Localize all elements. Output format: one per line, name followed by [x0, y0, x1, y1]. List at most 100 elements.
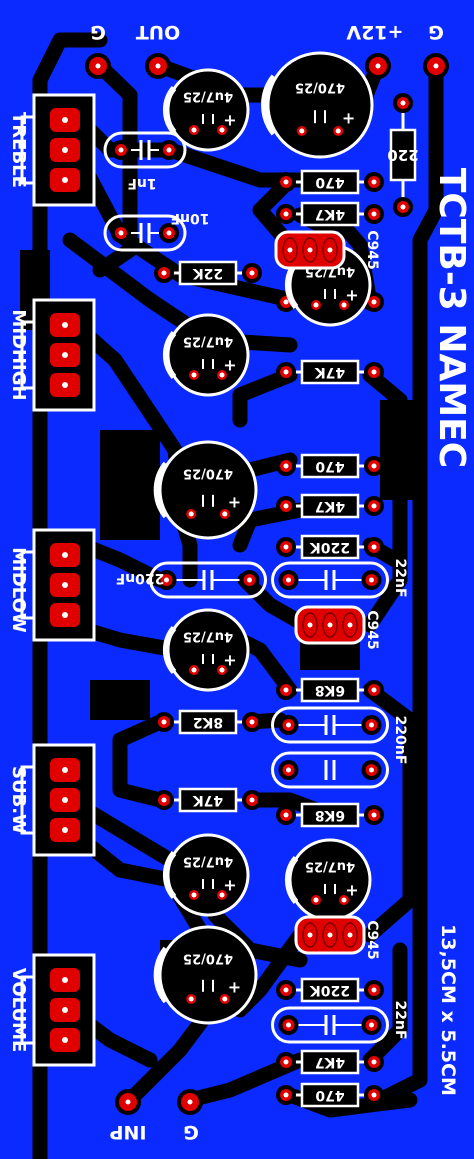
solder-pad	[154, 712, 174, 732]
electrolytic-capacitor-label: 4u7/25	[183, 89, 233, 104]
solder-pad	[364, 980, 384, 1000]
solder-pad	[361, 715, 382, 735]
electrolytic-capacitor: +470/25	[261, 51, 374, 159]
solder-pad	[185, 121, 203, 139]
solder-pad	[276, 537, 296, 557]
solder-pad	[364, 680, 384, 700]
resistor-label: 4K7	[315, 206, 345, 222]
polarity-mark: +	[223, 111, 236, 130]
solder-pad	[278, 715, 299, 735]
potentiometer	[20, 93, 96, 207]
electrolytic-capacitor-label: 470/25	[295, 79, 345, 94]
solder-pad	[361, 760, 382, 780]
resistor: 220K	[276, 534, 384, 560]
solder-pad	[292, 122, 311, 140]
electrolytic-capacitor-label: 4u7/25	[305, 859, 355, 874]
electrolytic-capacitor: +4u7/25	[162, 833, 250, 917]
solder-pad	[213, 366, 231, 384]
solder-pad	[242, 263, 262, 283]
polarity-mark: +	[345, 881, 358, 900]
pot-label-midlow: MIDLOW	[8, 547, 29, 633]
electrolytic-capacitor-label: 470/25	[183, 466, 233, 481]
electrolytic-capacitor: +4u7/25	[284, 838, 372, 922]
solder-pad	[111, 223, 131, 243]
resistor: 22K	[154, 260, 262, 286]
resistor: 4K7	[276, 493, 384, 519]
resistor-label: 470	[315, 174, 344, 190]
transistor: C945	[274, 230, 380, 270]
copper-pour	[300, 640, 360, 670]
solder-pad	[364, 1052, 384, 1072]
solder-pad	[276, 1085, 296, 1105]
resistor-label: 220K	[309, 982, 350, 998]
solder-pad	[156, 570, 177, 590]
film-capacitor-label: 22nF	[392, 1000, 408, 1039]
resistor-label: 47K	[192, 792, 223, 808]
bottom-connector-label: INP	[109, 1121, 146, 1143]
solder-pad	[364, 172, 384, 192]
pot-labels: TREBLE MIDHIGH MIDLOW SUB.W VOLUME	[8, 112, 29, 1052]
copper-trace	[112, 714, 168, 808]
electrolytic-capacitor: +470/25	[153, 925, 258, 1025]
solder-pad	[115, 1089, 141, 1115]
solder-pad	[364, 496, 384, 516]
solder-pad	[145, 53, 171, 79]
resistor: 4K7	[276, 1049, 384, 1075]
solder-pad	[177, 1089, 203, 1115]
resistor-label: 6K8	[315, 807, 345, 823]
resistor-label: 470	[315, 1087, 344, 1103]
solder-pad	[85, 53, 111, 79]
pot-label-subw: SUB.W	[8, 766, 29, 834]
solder-pad	[361, 1015, 382, 1035]
film-capacitor-label: 22nF	[392, 558, 408, 597]
polarity-mark: +	[223, 356, 236, 375]
solder-pad	[361, 570, 382, 590]
board-title: TCTB-3 NAMEC	[431, 168, 472, 468]
resistor: 47K	[276, 359, 384, 385]
top-connector-label: G	[90, 21, 106, 43]
solder-pad	[364, 805, 384, 825]
solder-pad	[154, 263, 174, 283]
solder-pad	[364, 537, 384, 557]
solder-pad	[276, 362, 296, 382]
solder-pad	[185, 366, 203, 384]
polarity-mark: +	[228, 493, 241, 512]
resistor-label: 8K2	[193, 714, 223, 730]
solder-pad	[276, 204, 296, 224]
film-capacitor: 220nF	[271, 706, 408, 764]
solder-pad	[239, 570, 260, 590]
resistor-label: 22K	[192, 265, 223, 281]
solder-pad	[213, 661, 231, 679]
resistor-label: 4K7	[315, 1054, 345, 1070]
solder-pad	[276, 805, 296, 825]
solder-pad	[364, 1085, 384, 1105]
resistor: 6K8	[276, 802, 384, 828]
resistor: 470	[276, 169, 384, 195]
potentiometer	[20, 528, 96, 642]
transistor-label: C945	[364, 610, 380, 650]
electrolytic-capacitor: +4u7/25	[162, 313, 250, 397]
resistor: 6K8	[276, 677, 384, 703]
transistor-label: C945	[364, 230, 380, 270]
pot-label-volume: VOLUME	[8, 968, 29, 1053]
solder-pad	[329, 122, 348, 140]
copper-trace	[362, 682, 418, 943]
bottom-connector-label: G	[183, 1121, 199, 1143]
solder-pad	[111, 140, 131, 160]
transistor: C945	[294, 915, 380, 960]
solder-pad	[242, 712, 262, 732]
copper-trace	[62, 232, 298, 353]
film-capacitor: 10nF	[103, 210, 210, 252]
resistor: 47K	[154, 787, 262, 813]
film-capacitor-label: 1nF	[127, 175, 156, 191]
solder-pad	[276, 980, 296, 1000]
electrolytic-capacitor: +4u7/25	[162, 68, 250, 152]
resistor: 4K7	[276, 201, 384, 227]
copper-trace	[92, 58, 138, 278]
film-capacitor: 22nF	[271, 1000, 408, 1044]
electrolytic-capacitor-label: 4u7/25	[183, 629, 233, 644]
solder-pad	[215, 990, 234, 1008]
film-capacitor	[271, 751, 389, 789]
top-connector-label: OUT	[136, 21, 181, 43]
